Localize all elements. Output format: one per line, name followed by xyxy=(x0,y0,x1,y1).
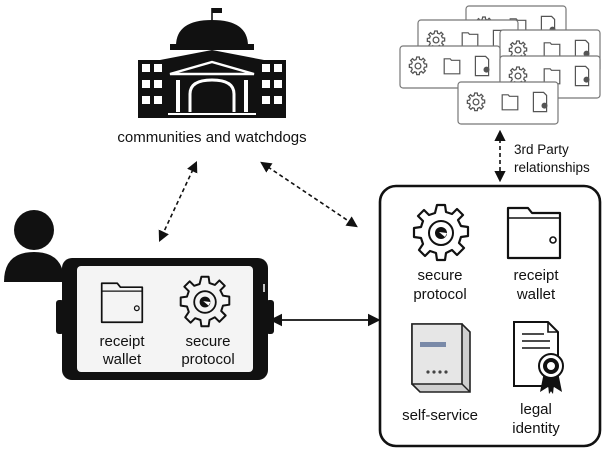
server-router-icon xyxy=(411,323,471,393)
server-wallet-icon xyxy=(506,206,562,260)
server-gear-icon xyxy=(412,203,470,262)
server-certificate-icon xyxy=(513,321,564,395)
phone-item-1-line1: receipt xyxy=(99,333,145,350)
phone-item-2-line2: protocol xyxy=(181,351,234,368)
server-item-2-line2: wallet xyxy=(516,286,556,303)
server-item-2-line1: receipt xyxy=(513,267,559,284)
community-phone-arrow xyxy=(158,160,198,243)
phone-device xyxy=(56,258,274,380)
server-item-1-line1: secure xyxy=(417,267,462,284)
server-item-1-line2: protocol xyxy=(413,286,466,303)
server-item-4-line1: legal xyxy=(520,401,552,418)
phone-item-1-line2: wallet xyxy=(102,351,142,368)
third-party-label-line1: 3rd Party xyxy=(514,142,569,157)
community-server-arrow xyxy=(260,161,358,228)
third-party-cards-icon xyxy=(398,4,602,126)
server-item-4-line2: identity xyxy=(512,420,560,437)
person-silhouette-icon xyxy=(4,210,64,282)
community-label: communities and watchdogs xyxy=(117,129,306,146)
phone-item-2-line1: secure xyxy=(185,333,230,350)
server-item-3-line1: self-service xyxy=(402,407,478,424)
government-building-icon xyxy=(138,8,286,118)
third-party-label-line2: relationships xyxy=(514,160,590,175)
